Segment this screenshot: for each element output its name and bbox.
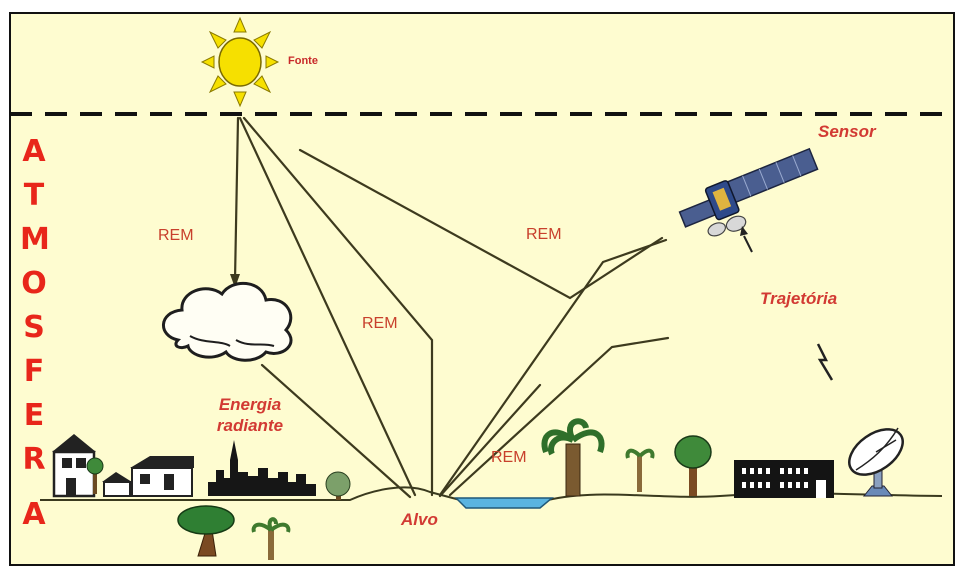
energia-radiante-label: Energia radiante bbox=[205, 394, 295, 436]
city-skyline-icon bbox=[208, 440, 316, 496]
atmosfera-letter: T bbox=[23, 178, 45, 213]
atmosfera-letter: A bbox=[22, 134, 46, 169]
lightning-icon bbox=[816, 343, 834, 381]
ray-sun-to-sensor bbox=[298, 148, 664, 300]
sensor-label: Sensor bbox=[818, 122, 876, 141]
energia-label-line: radiante bbox=[216, 416, 284, 435]
atmosfera-letter: S bbox=[23, 310, 45, 345]
building-icon bbox=[734, 460, 834, 498]
tree-icon bbox=[177, 505, 235, 557]
satellite-icon bbox=[678, 147, 819, 237]
cloud-icon bbox=[162, 281, 293, 362]
ray-sun-to-cloud bbox=[233, 116, 240, 282]
rem-label: REM bbox=[158, 227, 194, 244]
atmosfera-letter: R bbox=[22, 442, 46, 477]
rem-label: REM bbox=[491, 449, 527, 466]
house-icon bbox=[102, 456, 194, 497]
fonte-label: Fonte bbox=[288, 55, 318, 67]
energia-label-line: Energia bbox=[218, 395, 282, 414]
rem-label: REM bbox=[526, 226, 562, 243]
rem-label: REM bbox=[362, 315, 398, 332]
trajectory-arrow bbox=[740, 226, 753, 253]
atmosfera-letter: O bbox=[21, 266, 47, 301]
atmosfera-letter: F bbox=[23, 354, 45, 389]
palm-tree-icon bbox=[541, 418, 605, 497]
satellite-dish-icon bbox=[848, 427, 904, 497]
palm-tree-icon bbox=[625, 448, 655, 492]
ray-target-reflect bbox=[448, 336, 670, 497]
ray-target-up bbox=[438, 383, 542, 498]
atmosfera-letter: M bbox=[20, 222, 50, 257]
sun-icon bbox=[200, 16, 280, 108]
atmosfera-letter: E bbox=[23, 398, 45, 433]
alvo-label: Alvo bbox=[401, 510, 438, 529]
water-body bbox=[454, 497, 555, 509]
atmosfera-letter: A bbox=[22, 497, 46, 532]
tree-icon bbox=[325, 471, 351, 500]
tree-icon bbox=[674, 435, 712, 496]
trajetoria-label: Trajetória bbox=[760, 289, 838, 308]
palm-tree-icon bbox=[251, 517, 291, 560]
